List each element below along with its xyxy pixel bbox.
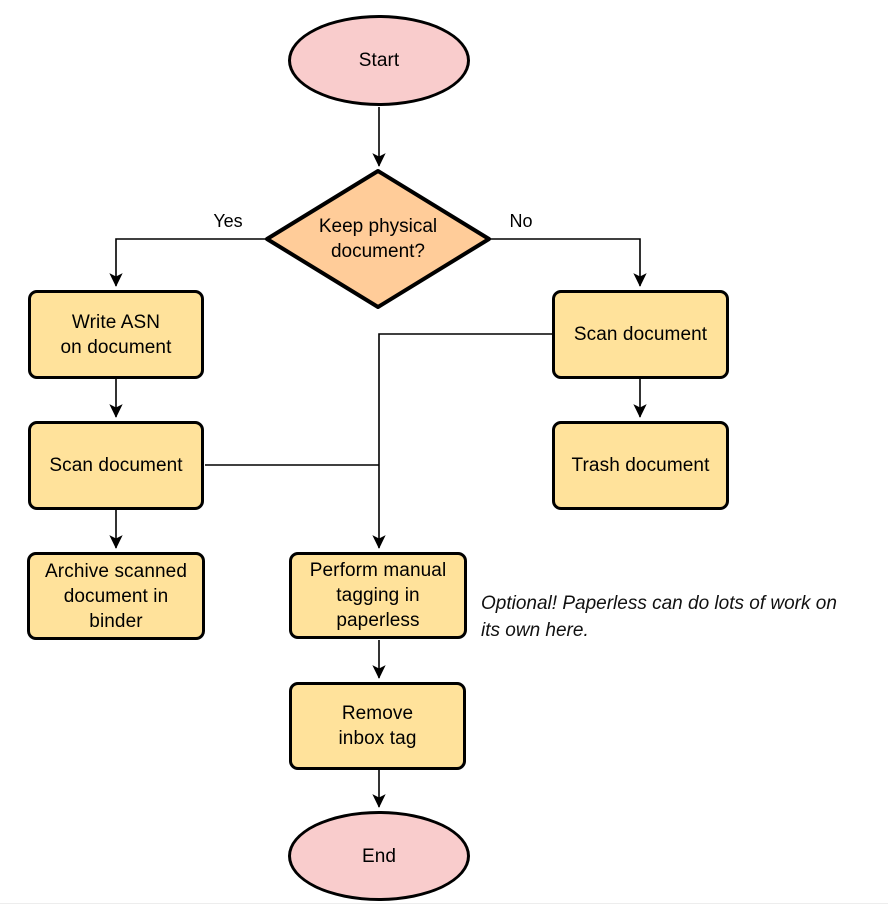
- edge-label-yes: Yes: [213, 211, 243, 231]
- edge-decision-yes-to-write-asn: [109, 238, 266, 287]
- node-trash-document: Trash document: [552, 421, 729, 510]
- node-line: Trash document: [571, 455, 710, 476]
- node-scan-document-right: Scan document: [552, 290, 729, 379]
- node-remove-inbox-tag: Remove inbox tag: [289, 682, 466, 770]
- page-bottom-divider: [0, 903, 888, 904]
- node-end: End: [288, 811, 470, 901]
- node-line: Remove: [341, 703, 414, 724]
- decision-line: Keep physical: [318, 216, 438, 237]
- edge-decision-no-to-scan-right: [489, 238, 647, 287]
- node-line: Scan document: [49, 455, 183, 476]
- node-start-label: Start: [358, 50, 400, 71]
- decision-diamond-shape: [265, 169, 491, 309]
- annotation-line: its own here.: [481, 620, 589, 641]
- node-line: tagging in: [336, 585, 420, 606]
- edge-label-no: No: [509, 211, 533, 231]
- node-line: on document: [60, 336, 172, 358]
- node-scan-document-left: Scan document: [28, 421, 204, 510]
- node-write-asn: Write ASN on document: [28, 290, 204, 379]
- annotation-line: Optional! Paperless can do lots of work …: [481, 593, 837, 614]
- node-line: Write ASN: [71, 311, 161, 333]
- node-line: Scan document: [573, 324, 708, 345]
- node-end-label: End: [361, 845, 397, 867]
- node-line: paperless: [336, 610, 420, 631]
- edge-scan-right-to-tagging: [372, 333, 552, 549]
- node-line: document in: [63, 585, 169, 607]
- node-line: inbox tag: [338, 728, 417, 749]
- node-decision-label: Keep physical document?: [278, 212, 478, 266]
- node-manual-tagging: Perform manual tagging in paperless: [289, 552, 467, 639]
- annotation-optional-note: Optional! Paperless can do lots of work …: [481, 590, 888, 644]
- node-archive-in-binder: Archive scanned document in binder: [27, 552, 205, 640]
- node-line: Archive scanned: [45, 560, 187, 582]
- node-line: binder: [89, 610, 143, 632]
- node-start: Start: [288, 15, 470, 106]
- decision-line: document?: [330, 241, 425, 262]
- node-line: Perform manual: [309, 560, 447, 581]
